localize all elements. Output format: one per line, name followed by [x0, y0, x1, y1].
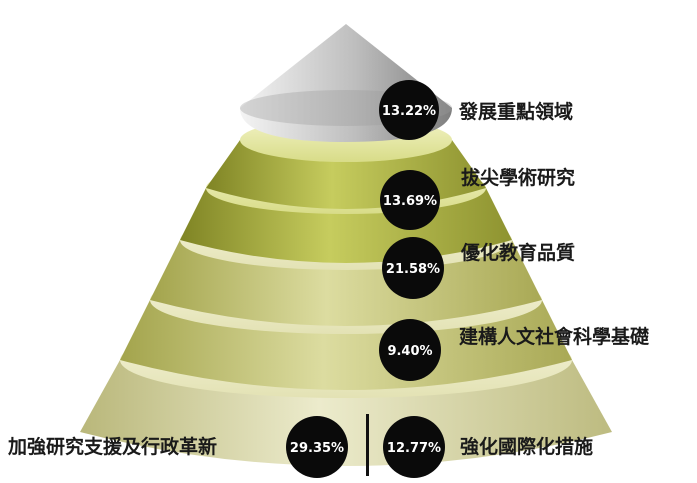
badge-slice-3: 21.58% [382, 237, 444, 299]
pct-slice-1: 13.22% [382, 104, 436, 119]
pct-slice-6: 29.35% [290, 441, 344, 456]
pct-slice-4: 9.40% [387, 344, 432, 359]
label-slice-5: 強化國際化措施 [460, 435, 593, 458]
base-divider [366, 414, 369, 476]
label-slice-1: 發展重點領域 [458, 100, 573, 123]
label-slice-3: 優化教育品質 [460, 241, 575, 264]
label-slice-2: 拔尖學術研究 [461, 166, 575, 189]
badge-slice-4: 9.40% [379, 319, 441, 381]
badge-slice-6: 29.35% [286, 416, 348, 478]
badge-slice-5: 12.77% [383, 416, 445, 478]
pct-slice-2: 13.69% [383, 194, 437, 209]
badge-slice-2: 13.69% [380, 170, 440, 230]
label-slice-4: 建構人文社會科學基礎 [459, 325, 649, 348]
label-slice-6: 加強研究支援及行政革新 [7, 435, 217, 458]
badge-slice-1: 13.22% [379, 80, 439, 140]
pct-slice-5: 12.77% [387, 441, 441, 456]
pct-slice-3: 21.58% [386, 262, 440, 277]
